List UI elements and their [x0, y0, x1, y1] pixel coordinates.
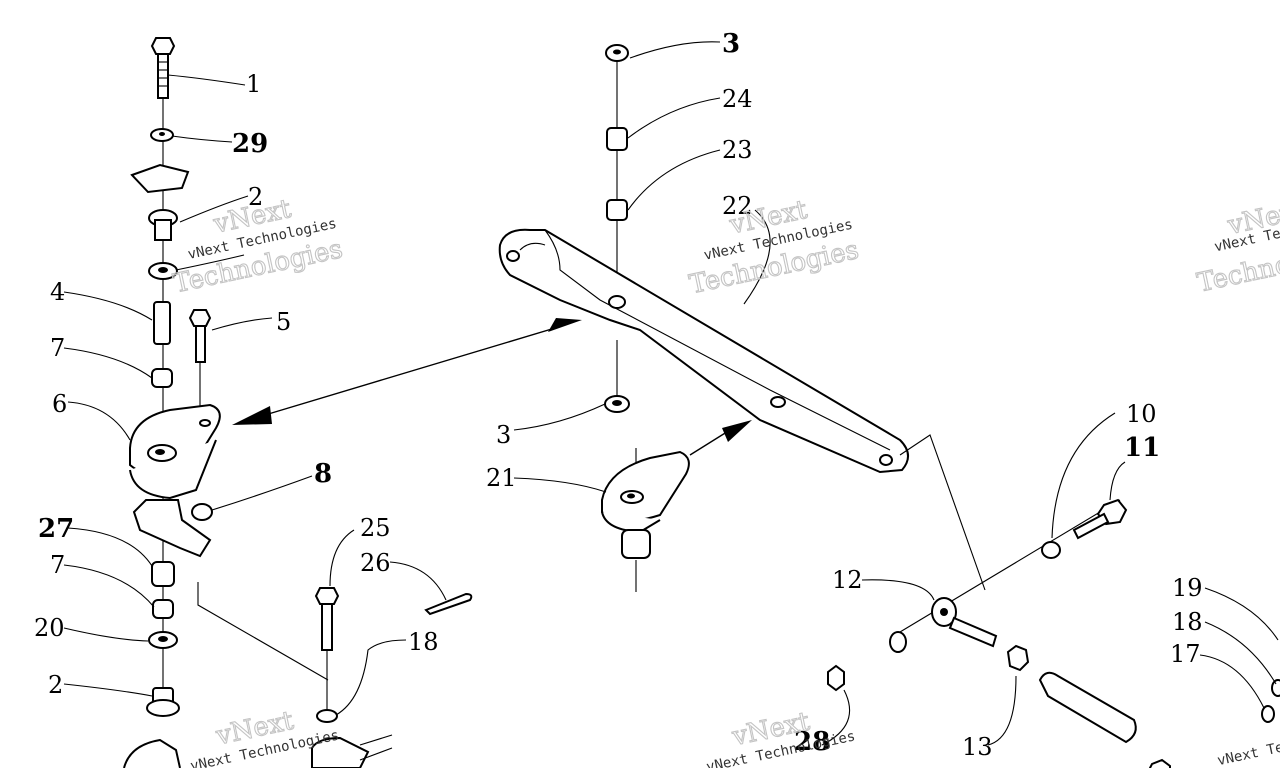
sleeve-4: [153, 301, 171, 345]
label-8: 8: [314, 459, 332, 489]
bolt-1: [150, 37, 176, 99]
washer-28: [889, 631, 907, 653]
left-assembly: [123, 37, 473, 768]
label-24: 24: [722, 85, 753, 113]
bolt-11: [1072, 498, 1128, 540]
label-18-left: 18: [408, 628, 439, 656]
label-2-upper: 2: [248, 183, 263, 211]
bolt-25: [314, 587, 340, 651]
watermark-line: vNext Technologies: [1216, 722, 1280, 768]
label-21: 21: [486, 464, 517, 492]
nut-8: [191, 503, 213, 521]
washer-10: [1041, 541, 1061, 559]
leader-lines: [63, 41, 1279, 746]
label-23: 23: [722, 136, 753, 164]
center-assembly: [232, 44, 909, 592]
label-1: 1: [246, 70, 261, 98]
bushing-7-lower: [152, 599, 174, 619]
label-3-top: 3: [722, 29, 740, 59]
label-25: 25: [360, 514, 391, 542]
label-28: 28: [794, 727, 830, 757]
label-3-bottom: 3: [496, 421, 511, 449]
right-assembly: [827, 434, 1280, 768]
label-22: 22: [722, 192, 753, 220]
label-11: 11: [1124, 433, 1160, 463]
label-17: 17: [1170, 640, 1201, 668]
bushing-7-upper: [151, 368, 173, 388]
label-7-upper: 7: [50, 334, 65, 362]
label-4: 4: [50, 278, 65, 306]
adjuster-tube: [1038, 671, 1137, 744]
label-13: 13: [962, 733, 993, 761]
spacer-23: [606, 199, 628, 221]
label-7-lower: 7: [50, 551, 65, 579]
label-18-right: 18: [1172, 608, 1203, 636]
label-6: 6: [52, 390, 67, 418]
bushing-2-lower: [146, 687, 180, 717]
label-2-lower: 2: [48, 671, 63, 699]
label-10: 10: [1126, 400, 1157, 428]
spacer-24: [606, 127, 628, 151]
part-labels: 1 29 2 4 5 7 6 8 27 7 20 2 25 26 18 3 24…: [34, 29, 1203, 761]
bushing-27: [151, 561, 175, 587]
motor-mount-6: [129, 403, 221, 558]
lock-plate: [130, 163, 190, 194]
motor-mount-21: [601, 448, 690, 592]
label-5: 5: [276, 308, 291, 336]
label-19: 19: [1172, 574, 1203, 602]
washer-18-left: [316, 709, 338, 723]
nut-13: [1006, 644, 1030, 672]
cotter-pin-26: [424, 592, 473, 616]
label-20: 20: [34, 614, 65, 642]
arrow-head-left: [232, 406, 272, 425]
bushing-2-upper: [148, 209, 178, 241]
label-29: 29: [232, 129, 268, 159]
bolt-5: [188, 309, 212, 363]
label-26: 26: [360, 549, 391, 577]
rod-end-12: [931, 597, 998, 648]
label-27: 27: [38, 514, 74, 544]
arrow-head-right: [548, 318, 582, 332]
nut-28: [827, 664, 845, 692]
label-12: 12: [832, 566, 863, 594]
torque-arm-22: [498, 228, 909, 474]
